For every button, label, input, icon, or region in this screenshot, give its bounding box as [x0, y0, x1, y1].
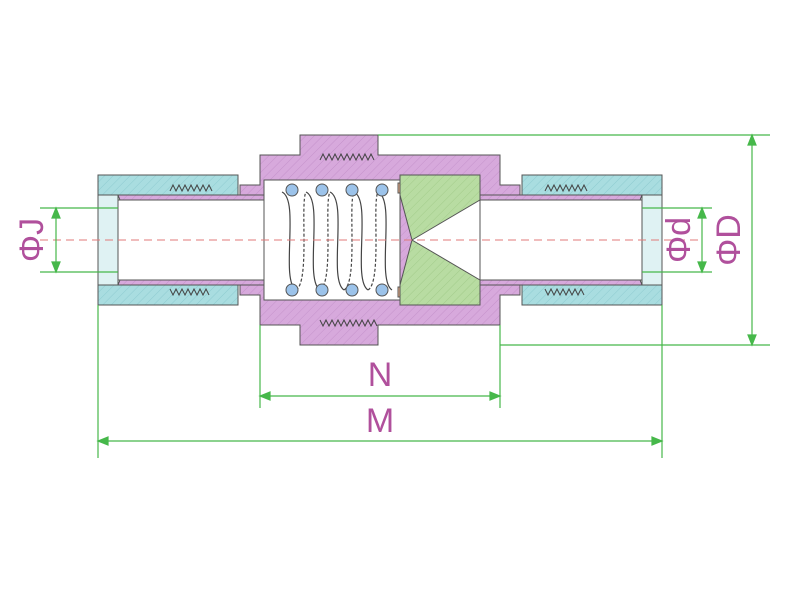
phi-d-small-label: Φd [660, 217, 698, 263]
m-label: M [366, 402, 394, 440]
phi-j-label: ΦJ [13, 218, 51, 262]
right-bore [479, 194, 643, 286]
dimension-lines [40, 133, 770, 458]
threads [169, 152, 588, 328]
n-label: N [368, 356, 393, 394]
spring-coil-sections [285, 183, 389, 297]
phi-d-large-label: ΦD [710, 214, 748, 266]
poppet [399, 174, 481, 306]
